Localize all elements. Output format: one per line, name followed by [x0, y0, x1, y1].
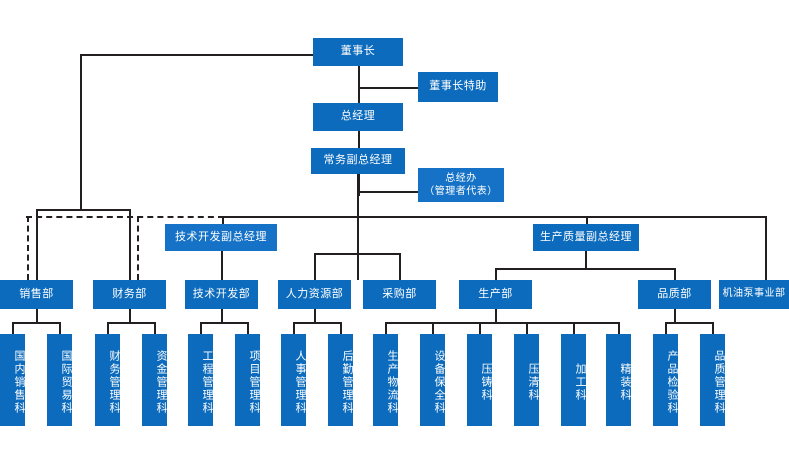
node-sec-project-mgmt[interactable]: 项目管理科	[235, 334, 260, 426]
node-sec-quality-mgmt[interactable]: 品质管理科	[700, 334, 725, 426]
line-finance-down	[129, 309, 131, 323]
line-prod-to-machining	[573, 322, 575, 334]
node-tech-vp[interactable]: 技术开发副总经理	[165, 224, 277, 251]
line-hr-down	[314, 309, 316, 323]
node-sec-engineering-mgmt[interactable]: 工程管理科	[188, 334, 213, 426]
node-sec-machining[interactable]: 加工科	[561, 334, 586, 426]
line-quality-to-qmgmt	[712, 322, 714, 334]
line-hr-purch-bracket	[314, 253, 400, 255]
line-dashed-left	[27, 216, 29, 280]
line-prod-to-finishing	[618, 322, 620, 334]
line-solid-bracket-right	[129, 209, 131, 280]
line-sales-to-intl	[59, 322, 61, 334]
line-tech-down	[221, 309, 223, 323]
node-dept-tech[interactable]: 技术开发部	[185, 280, 258, 309]
line-bus-to-techvp	[222, 216, 224, 224]
line-prod-to-diecast	[479, 322, 481, 334]
node-general-manager[interactable]: 总经理	[313, 103, 403, 131]
node-dept-quality[interactable]: 品质部	[638, 280, 711, 309]
line-gm-to-evp	[358, 131, 360, 148]
node-executive-vp[interactable]: 常务副总经理	[311, 148, 405, 174]
node-sec-product-inspection[interactable]: 产品检验科	[653, 334, 678, 426]
line-tech-to-eng	[200, 322, 202, 334]
node-sec-prod-logistics[interactable]: 生产物流科	[373, 334, 398, 426]
node-sec-domestic-sales[interactable]: 国内销售科	[0, 334, 25, 426]
line-sales-down	[36, 309, 38, 323]
node-sec-diecast[interactable]: 压铸科	[467, 334, 492, 426]
line-tech-bracket	[200, 322, 248, 324]
node-sec-equipment[interactable]: 设备保全科	[420, 334, 445, 426]
line-sales-bracket	[12, 322, 60, 324]
node-gm-office-line2: （管理者代表）	[424, 186, 498, 197]
node-dept-sales[interactable]: 销售部	[0, 280, 73, 309]
line-chairman-left-drop	[80, 54, 82, 210]
node-sec-fund-mgmt[interactable]: 资金管理科	[142, 334, 167, 426]
line-techvp-to-techdept	[221, 251, 223, 280]
line-solid-bracket-top	[36, 209, 130, 211]
node-sec-personnel-mgmt[interactable]: 人事管理科	[281, 334, 306, 426]
line-prod-to-deburr	[526, 322, 528, 334]
line-finance-to-fmgmt	[107, 322, 109, 334]
line-bus-to-oilpump	[765, 216, 767, 280]
line-hr-to-personnel	[293, 322, 295, 334]
line-bus-to-pqvp	[586, 216, 588, 224]
node-chairman[interactable]: 董事长	[313, 38, 403, 66]
line-to-purchasing	[399, 253, 401, 280]
line-to-hr	[314, 253, 316, 280]
line-pqvp-to-production	[495, 268, 497, 280]
node-dept-purchasing[interactable]: 采购部	[363, 280, 436, 309]
line-sales-to-domestic	[12, 322, 14, 334]
line-prod-to-equip	[432, 322, 434, 334]
line-pqvp-to-quality	[674, 268, 676, 280]
line-hr-to-logistics	[340, 322, 342, 334]
line-chairman-left-branch	[80, 54, 358, 56]
node-chairman-assistant[interactable]: 董事长特助	[418, 72, 498, 102]
node-dept-oilpump[interactable]: 机油泵事业部	[719, 280, 789, 309]
node-gm-office-line1: 总经办	[445, 172, 477, 184]
line-finance-bracket	[107, 322, 155, 324]
line-quality-down	[674, 309, 676, 323]
node-dept-production[interactable]: 生产部	[459, 280, 532, 309]
line-solid-bracket-left	[36, 209, 38, 280]
node-dept-finance[interactable]: 财务部	[93, 280, 166, 309]
line-pqvp-down	[585, 251, 587, 269]
line-pqvp-bracket	[495, 268, 675, 270]
node-sec-logistics-mgmt[interactable]: 后勤管理科	[328, 334, 353, 426]
node-sec-finishing[interactable]: 精装科	[606, 334, 631, 426]
node-sec-deburr[interactable]: 压清科	[514, 334, 539, 426]
line-dashed-right	[137, 216, 139, 280]
node-sec-intl-trade[interactable]: 国际贸易科	[47, 334, 72, 426]
line-main-bus	[222, 216, 766, 218]
line-quality-bracket	[665, 322, 713, 324]
line-dashed-bus-left	[26, 216, 224, 218]
line-evp-to-gm-office	[358, 191, 418, 193]
node-production-quality-vp[interactable]: 生产质量副总经理	[533, 224, 639, 251]
node-gm-office[interactable]: 总经办 （管理者代表）	[418, 168, 504, 202]
line-chairman-to-gm	[358, 66, 360, 103]
line-evp-trunk	[357, 174, 359, 280]
line-hr-bracket	[293, 322, 341, 324]
node-sec-finance-mgmt[interactable]: 财务管理科	[95, 334, 120, 426]
line-tech-to-proj	[247, 322, 249, 334]
node-dept-hr[interactable]: 人力资源部	[278, 280, 351, 309]
line-quality-to-inspection	[665, 322, 667, 334]
line-production-bracket	[385, 322, 619, 324]
line-chairman-to-assistant	[358, 87, 418, 89]
line-production-down	[495, 309, 497, 323]
line-finance-to-fund	[154, 322, 156, 334]
line-prod-to-prodlog	[385, 322, 387, 334]
